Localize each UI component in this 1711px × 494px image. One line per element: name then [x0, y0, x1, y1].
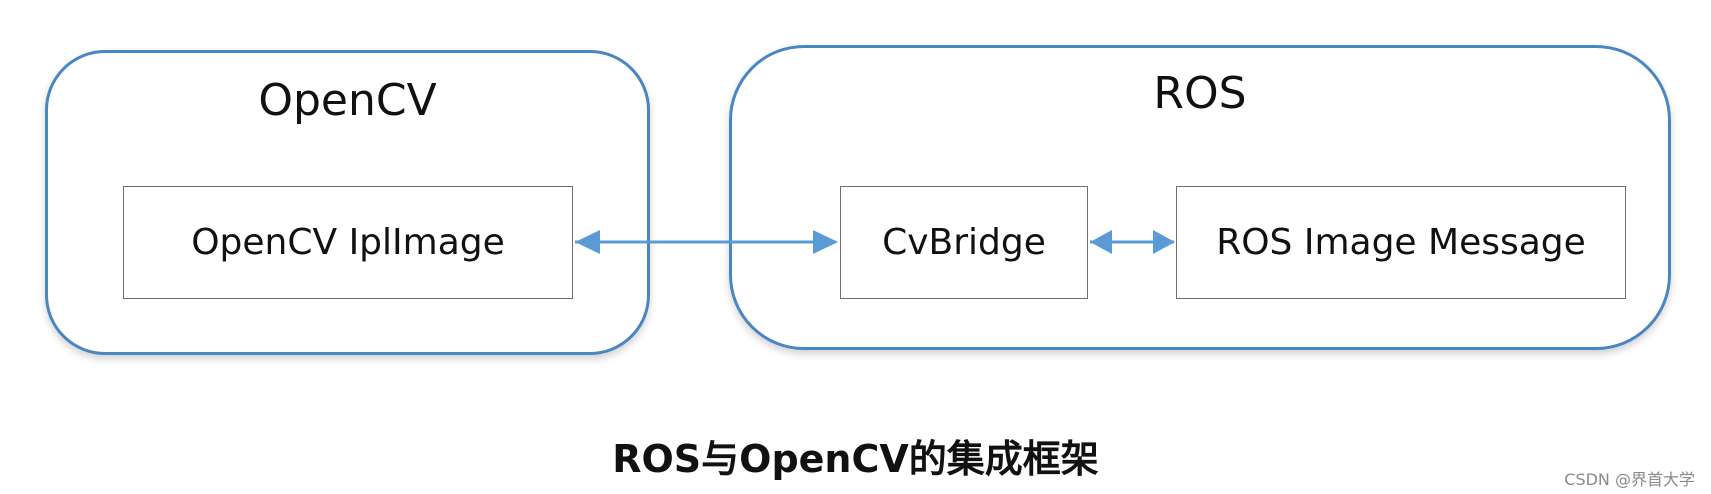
diagram-caption: ROS与OpenCV的集成框架	[612, 437, 1099, 481]
watermark: CSDN @界首大学	[1564, 470, 1695, 489]
opencv-iplimage-label: OpenCV IplImage	[191, 222, 505, 263]
cvbridge-node: CvBridge	[840, 186, 1088, 299]
ros-group-title: ROS	[1153, 68, 1247, 119]
ros-image-message-label: ROS Image Message	[1216, 222, 1586, 263]
opencv-group-title: OpenCV	[258, 75, 437, 126]
cvbridge-label: CvBridge	[882, 222, 1046, 263]
ros-image-message-node: ROS Image Message	[1176, 186, 1626, 299]
opencv-iplimage-node: OpenCV IplImage	[123, 186, 573, 299]
